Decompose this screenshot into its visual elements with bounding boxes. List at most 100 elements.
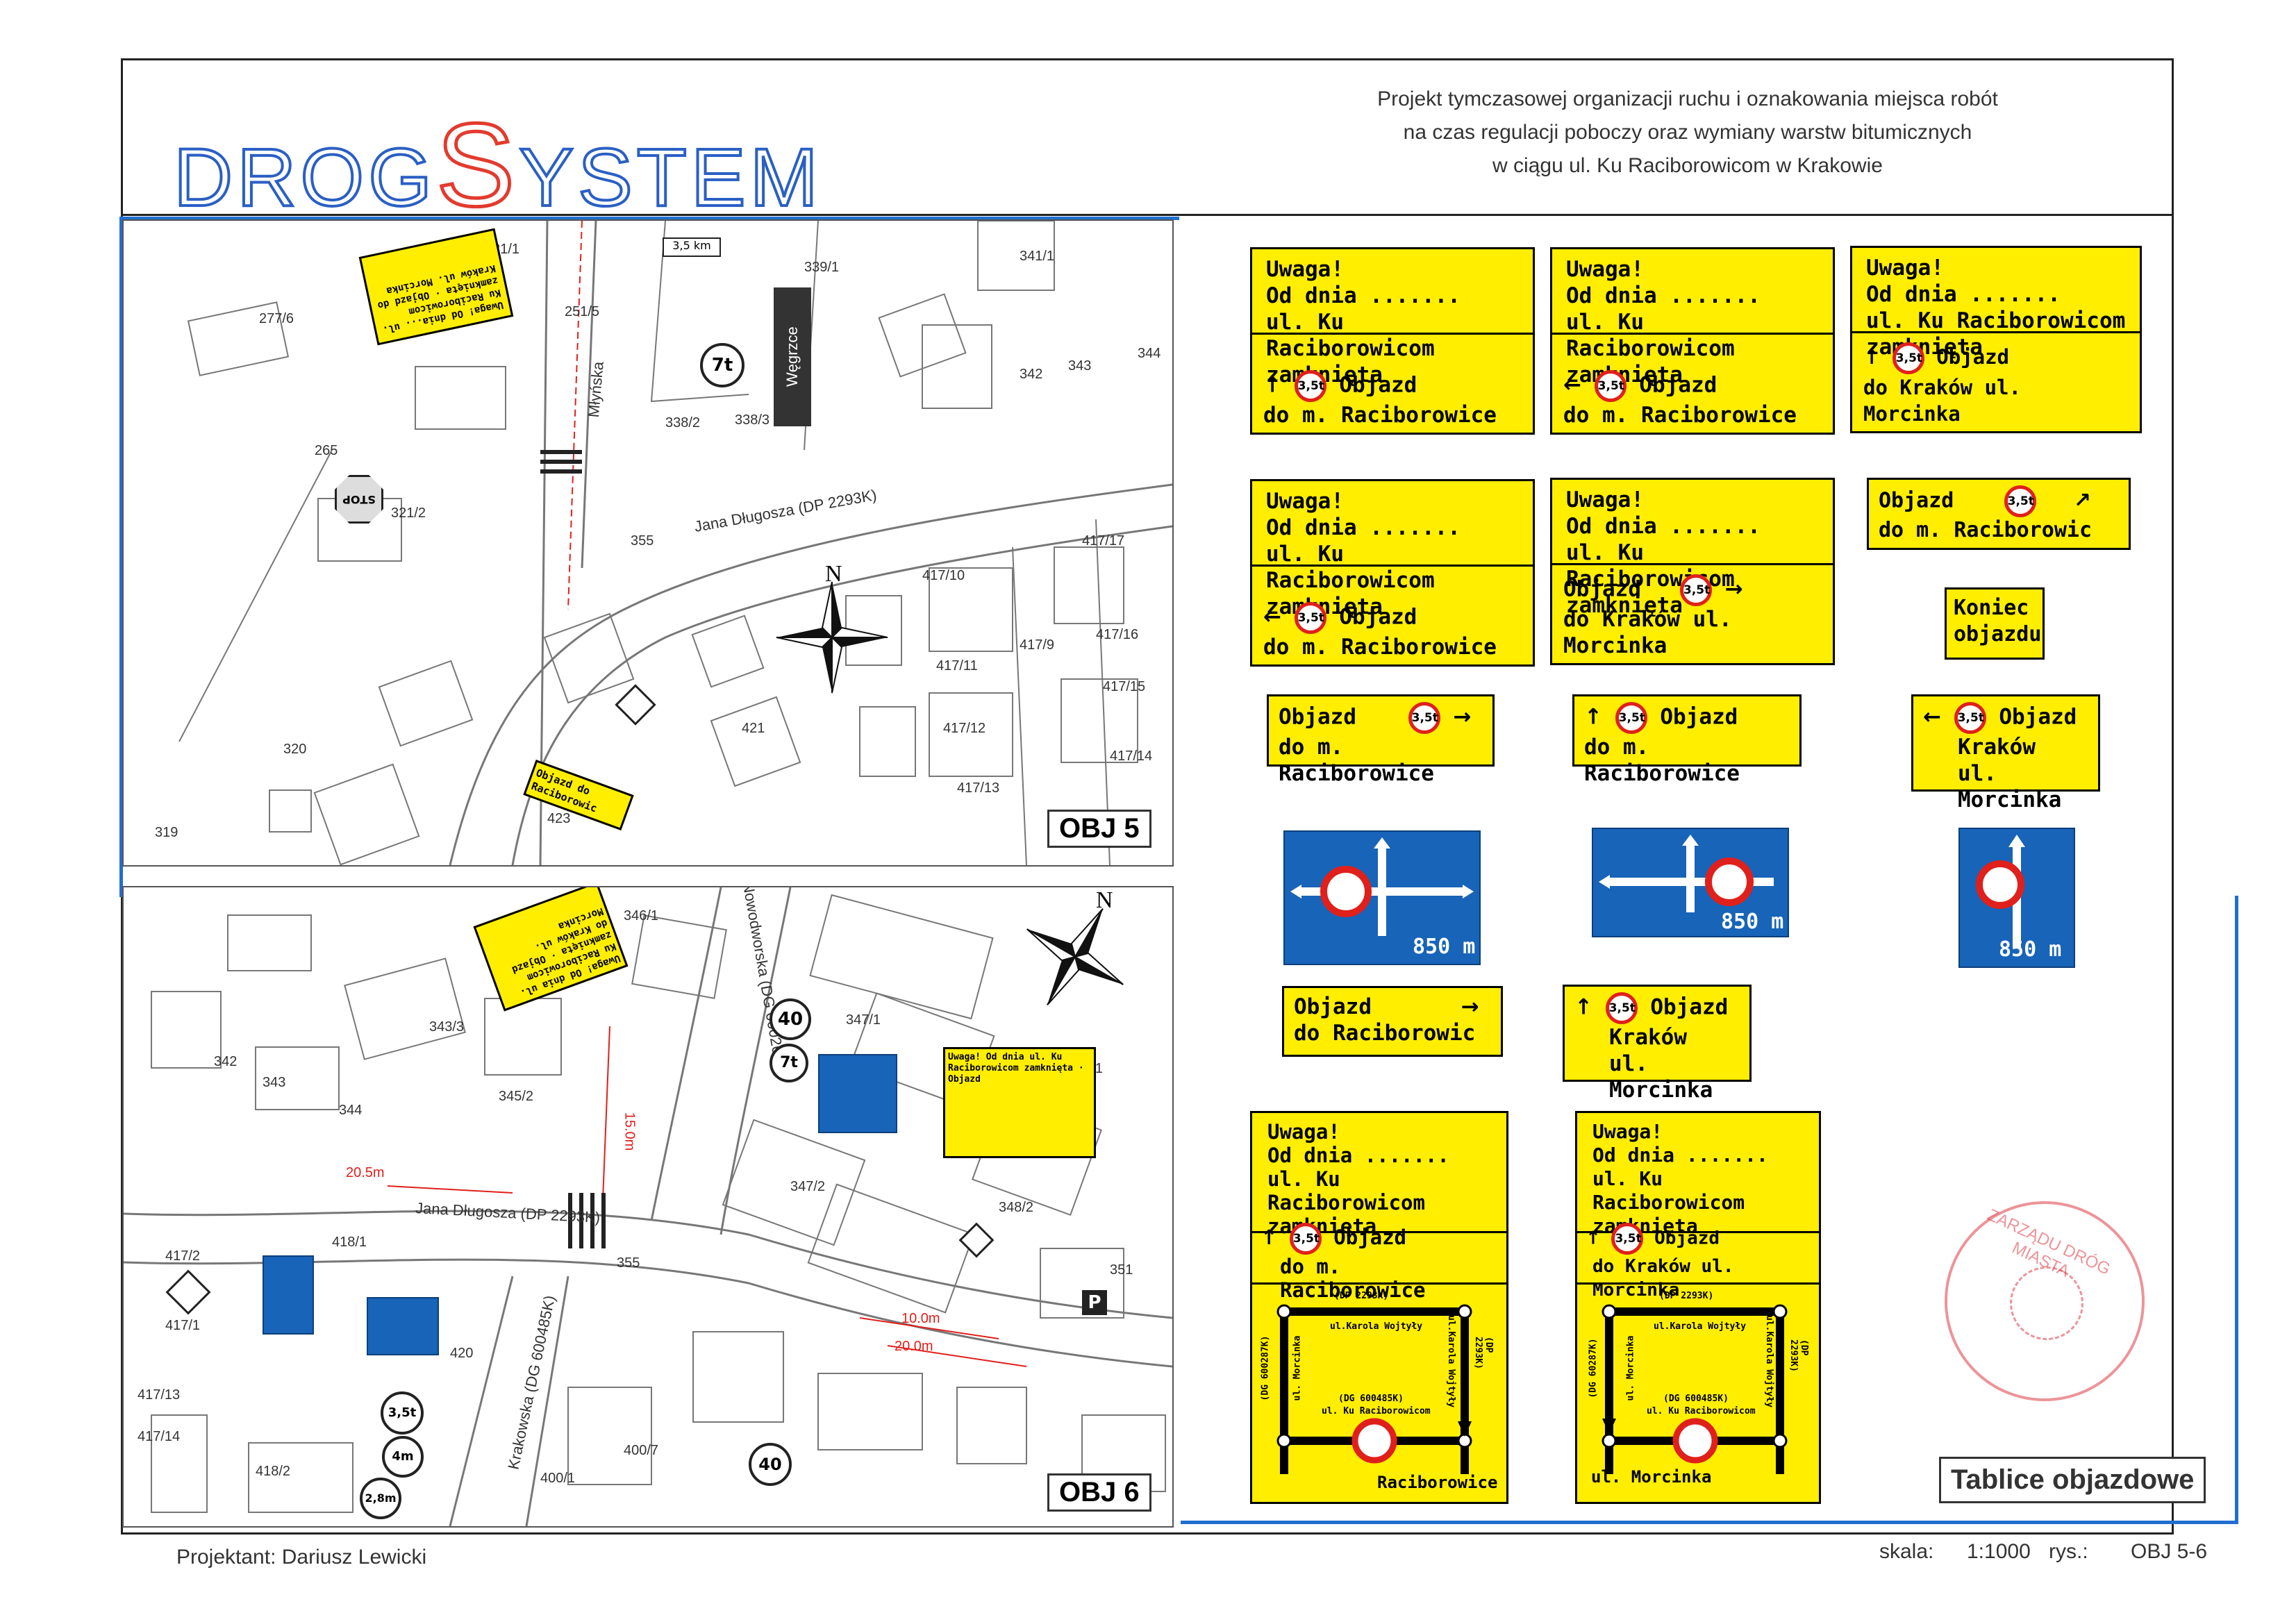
title-line-1: Projekt tymczasowej organizacji ruchu i … bbox=[1377, 87, 1998, 110]
map-road-label: ul. Ku Raciborowicom bbox=[1647, 1406, 1756, 1416]
sign-text: zamknięta bbox=[1566, 593, 1683, 618]
blue-accent-line-left bbox=[119, 217, 123, 897]
plot-label: 417/13 bbox=[957, 780, 1000, 796]
map-objazd-board: Uwaga! Od dnia ul. Ku Raciborowicom zamk… bbox=[943, 1047, 1096, 1158]
plot-label: 347/2 bbox=[790, 1179, 826, 1194]
map-road-label: (DG 600485K) bbox=[1663, 1394, 1729, 1404]
sign-text: do m. Raciborowice bbox=[1584, 735, 1740, 786]
sign-text: Objazd bbox=[1279, 704, 1356, 730]
arrow-left-icon: ← bbox=[1263, 604, 1281, 630]
north-arrow-icon bbox=[776, 581, 888, 694]
plot-label: 417/11 bbox=[936, 658, 978, 674]
plot-label: 319 bbox=[155, 825, 178, 840]
logo-s: S bbox=[434, 98, 519, 233]
drogsystem-logo: DROGSYSTEM bbox=[172, 97, 822, 233]
map-board-1: Uwaga! Od dnia ....... ul. Ku Raciborowi… bbox=[1250, 1111, 1508, 1504]
sign-text: objazdu bbox=[1954, 622, 2042, 646]
plot-label: 251/5 bbox=[565, 304, 600, 319]
sign-text: ul. Ku Raciborowicom bbox=[1592, 1167, 1745, 1214]
distance-text: 850 m bbox=[1721, 910, 1784, 934]
sign-10: ← 3,5t Objazd Kraków ul. Morcinka bbox=[1911, 694, 2100, 812]
sign-text: ul. Morcinka bbox=[1958, 761, 2062, 812]
arrow-left-icon: ← bbox=[1563, 372, 1581, 398]
plot-label: 344 bbox=[1138, 346, 1161, 361]
map-road-label: (DG 600287K) bbox=[1260, 1335, 1271, 1401]
sign-text: do m. Raciborowice bbox=[1563, 403, 1797, 428]
plot-label: 421 bbox=[742, 721, 765, 736]
sign-text: do Raciborowic bbox=[1294, 1021, 1476, 1046]
arrow-up-icon: ↑ bbox=[1263, 372, 1281, 398]
arrow-up-icon: ↑ bbox=[1863, 345, 1881, 369]
eagle-emblem-icon bbox=[2010, 1266, 2083, 1340]
plot-label: 417/14 bbox=[1110, 749, 1153, 764]
plot-label: 417/2 bbox=[165, 1248, 201, 1264]
plot-label: 355 bbox=[631, 533, 654, 549]
sign-text: Od dnia ....... bbox=[1566, 283, 1761, 308]
map-road-label: ul.Karola Wojtyły bbox=[1654, 1321, 1747, 1332]
plot-label: 338/2 bbox=[665, 415, 701, 430]
plot-label: 355 bbox=[617, 1255, 640, 1271]
sign-text: Objazd bbox=[1339, 372, 1417, 398]
speed-limit-sign: 40 bbox=[770, 998, 811, 1040]
arrow-up-icon: ↑ bbox=[1574, 994, 1592, 1020]
plot-label: 418/1 bbox=[332, 1235, 367, 1250]
plot-label: 341/1 bbox=[1020, 249, 1055, 264]
map-board-2: Uwaga! Od dnia ....... ul. Ku Raciborowi… bbox=[1575, 1111, 1821, 1504]
dimension-label: 20.0m bbox=[895, 1339, 933, 1354]
sign-12: ↑ 3,5t Objazd Kraków ul. Morcinka bbox=[1563, 985, 1752, 1103]
stop-sign: STOP bbox=[335, 475, 383, 524]
crossroads-icon bbox=[1599, 835, 1774, 912]
sign-text: Od dnia ....... bbox=[1866, 282, 2061, 307]
plot-label: 420 bbox=[450, 1346, 474, 1361]
map-road-label: (DG 60287K) bbox=[1588, 1338, 1599, 1398]
arrow-up-icon: ↑ bbox=[1584, 704, 1602, 730]
plot-label: 423 bbox=[547, 811, 571, 826]
plot-label: 343 bbox=[263, 1075, 286, 1090]
detour-map-drawing bbox=[1276, 1304, 1472, 1474]
figure-label: rys.: bbox=[2049, 1540, 2088, 1563]
weight-limit-icon: 3,5t bbox=[1679, 574, 1712, 606]
sign-text: Objazd bbox=[1339, 604, 1417, 630]
sign-text: Koniec bbox=[1954, 596, 2029, 620]
sign-text: Uwaga! bbox=[1266, 489, 1344, 514]
sign-text: do Kraków ul. Morcinka bbox=[1563, 607, 1732, 658]
weight-limit-sign: 3,5t bbox=[381, 1391, 424, 1435]
distance-text: 850 m bbox=[1999, 937, 2062, 962]
title-line-3: w ciągu ul. Ku Raciborowicom w Krakowie bbox=[1492, 154, 1883, 177]
plot-label: 346/1 bbox=[624, 908, 659, 923]
crossroads-icon bbox=[1290, 837, 1474, 936]
sign-text: ul. Ku Raciborowicom bbox=[1566, 310, 1735, 361]
map-road-label: (DP 2293K) bbox=[1334, 1291, 1389, 1301]
blue-detour-sign-2: 850 m bbox=[1592, 828, 1789, 937]
scale-value: 1:1000 bbox=[1967, 1540, 2031, 1563]
blue-accent-line-top bbox=[121, 217, 1179, 220]
map-obj6-drawing bbox=[124, 887, 1172, 1526]
plot-label: 417/16 bbox=[1096, 627, 1139, 642]
map-destination: ul. Morcinka bbox=[1591, 1467, 1712, 1487]
sign-text: zamknięta bbox=[1866, 335, 1983, 360]
arrow-right-icon: → bbox=[1453, 704, 1472, 730]
plot-label: 417/10 bbox=[922, 568, 965, 583]
sign-text: do Kraków ul. Morcinka bbox=[1863, 376, 2021, 426]
sign-text: Objazd bbox=[1936, 345, 2010, 369]
sign-text: Uwaga! bbox=[1592, 1120, 1663, 1143]
blue-detour-sign-1: 850 m bbox=[1283, 830, 1481, 965]
plot-label: 417/15 bbox=[1103, 679, 1146, 694]
map-obj5: N Jana Długosza (DP 2293K) Młyńska 321/1… bbox=[122, 219, 1174, 867]
plot-label: 400/1 bbox=[540, 1471, 576, 1486]
weight-limit-icon: 3,5t bbox=[1594, 370, 1627, 402]
weight-limit-sign: 7t bbox=[770, 1044, 808, 1082]
sign-text: ul. Morcinka bbox=[1609, 1051, 1713, 1103]
sign-text: Uwaga! bbox=[1266, 257, 1344, 282]
panel-label: Tablice objazdowe bbox=[1939, 1457, 2206, 1503]
map-road-label: (DG 600485K) bbox=[1338, 1394, 1404, 1404]
sign-text: Uwaga! bbox=[1566, 487, 1644, 512]
weight-limit-icon: 3,5t bbox=[1294, 370, 1326, 402]
weight-limit-sign: 7t bbox=[700, 343, 744, 387]
sign-text: Od dnia ....... bbox=[1267, 1144, 1449, 1167]
weight-limit-icon: 3,5t bbox=[1611, 1223, 1644, 1255]
sign-1: Uwaga! Od dnia ....... ul. Ku Raciborowi… bbox=[1250, 247, 1535, 435]
sign-text: ul. Ku Raciborowicom bbox=[1266, 542, 1435, 593]
figure-value: OBJ 5-6 bbox=[2131, 1540, 2208, 1563]
sign-text: Od dnia ....... bbox=[1566, 514, 1761, 539]
